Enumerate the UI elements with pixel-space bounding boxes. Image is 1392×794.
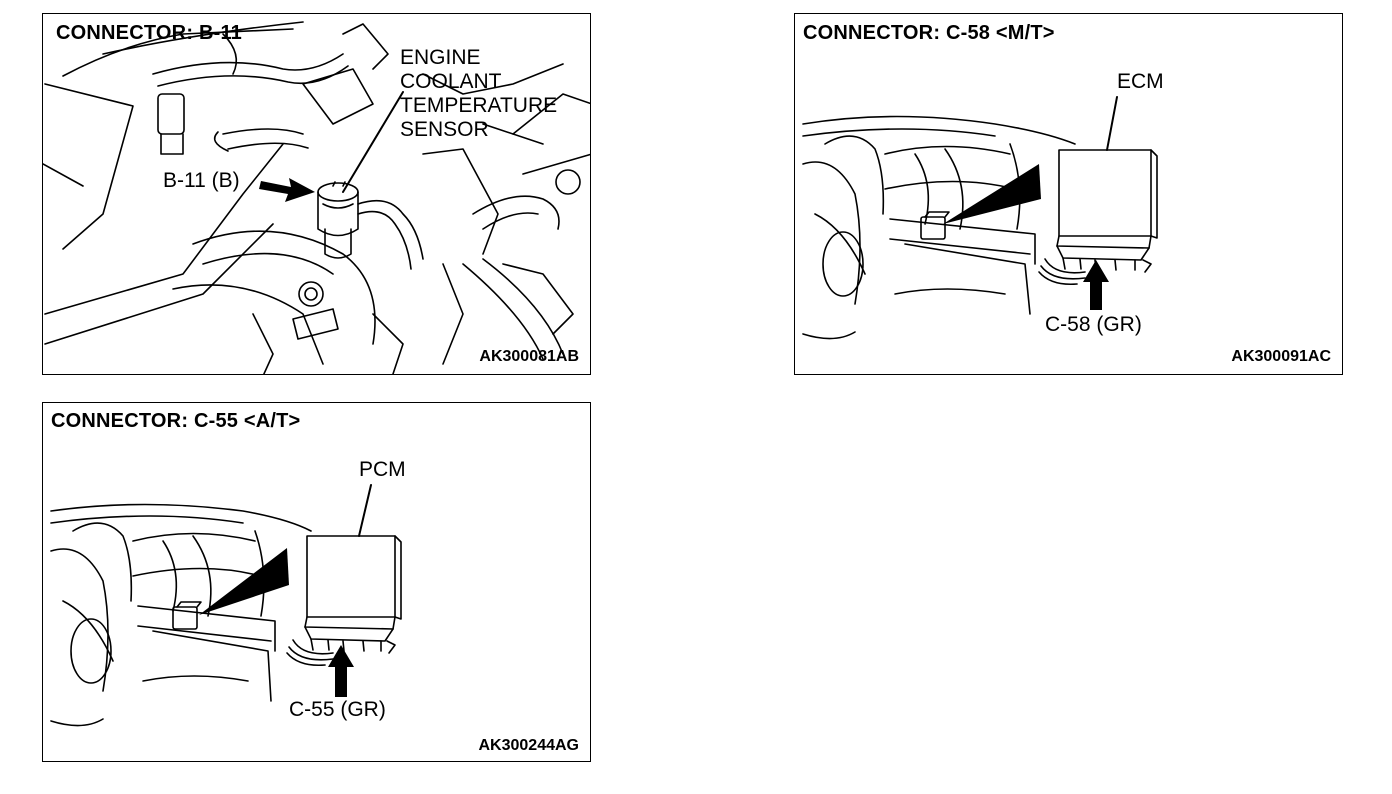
connector-panel-c58: CONNECTOR: C-58 <M/T> ECM C-58 (GR) AK30… bbox=[794, 13, 1343, 375]
dashboard-pcm-illustration bbox=[50, 484, 402, 727]
engine-bay-illustration bbox=[43, 21, 590, 374]
connector-label: B-11 (B) bbox=[163, 169, 240, 192]
connector-panel-c55: CONNECTOR: C-55 <A/T> PCM C-55 (GR) AK30… bbox=[42, 402, 591, 762]
figure-code: AK300081AB bbox=[479, 348, 579, 365]
callout-wedge-icon bbox=[199, 548, 289, 615]
label-coolant: COOLANT bbox=[400, 70, 502, 93]
panel-title: CONNECTOR: C-58 <M/T> bbox=[803, 22, 1055, 44]
label-engine: ENGINE bbox=[400, 46, 481, 69]
arrow-up-icon bbox=[328, 645, 354, 697]
figure-code: AK300244AG bbox=[478, 737, 580, 754]
figure-code: AK300091AC bbox=[1231, 348, 1331, 365]
arrow-icon bbox=[259, 178, 315, 202]
arrow-up-icon bbox=[1083, 260, 1109, 310]
connector-label: C-58 (GR) bbox=[1045, 313, 1142, 336]
connector-label: C-55 (GR) bbox=[289, 698, 386, 721]
label-temperature: TEMPERATURE bbox=[400, 94, 558, 117]
module-label: PCM bbox=[359, 458, 406, 481]
panel-title: CONNECTOR: B-11 bbox=[56, 22, 242, 44]
connector-panel-b11: CONNECTOR: B-11 ENGINE COOLANT TEMPERATU… bbox=[42, 13, 591, 375]
callout-wedge-icon bbox=[943, 164, 1041, 224]
module-label: ECM bbox=[1117, 70, 1164, 93]
label-sensor: SENSOR bbox=[400, 118, 489, 141]
dashboard-ecm-illustration bbox=[802, 96, 1158, 340]
panel-title: CONNECTOR: C-55 <A/T> bbox=[51, 410, 301, 432]
